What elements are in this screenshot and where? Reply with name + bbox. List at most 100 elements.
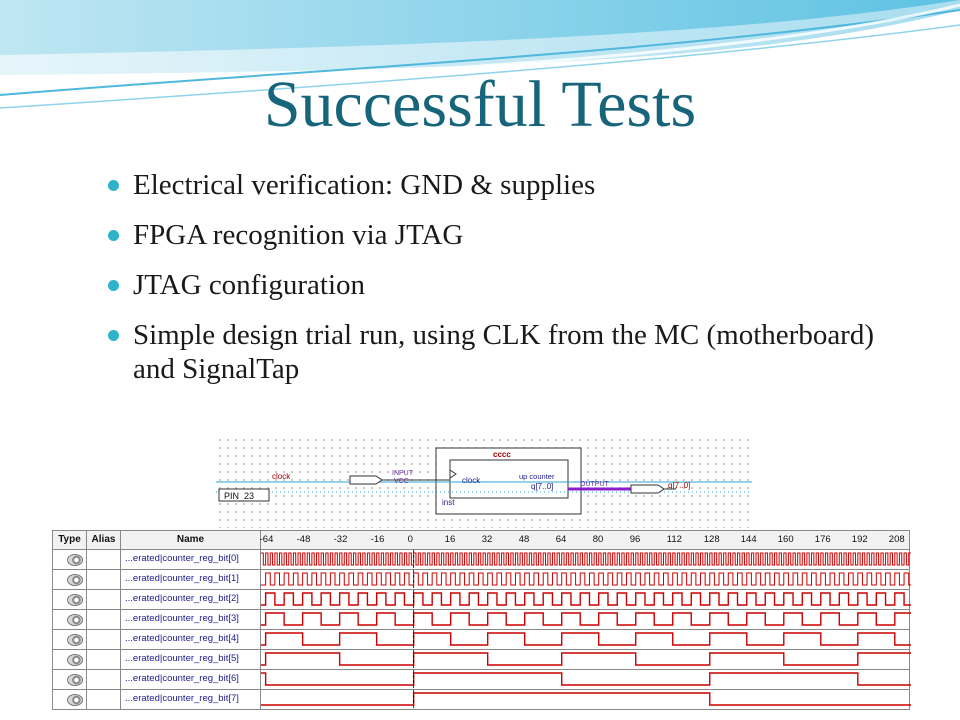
time-tick-label: 128 xyxy=(703,534,720,545)
signal-name: ...erated|counter_reg_bit[2] xyxy=(125,593,239,604)
schematic-output-label: q[7..0] xyxy=(668,481,691,490)
type-cell xyxy=(53,630,87,649)
time-tick-label: 176 xyxy=(814,534,831,545)
schematic-inst-label: inst xyxy=(442,498,455,507)
waveform-header-row: Type Alias Name -64 -48 -32 -16 0 16 32 48 64 80 9… xyxy=(52,530,910,550)
schematic-vcc-tag: VCC xyxy=(394,478,409,485)
time-tick-label: 64 xyxy=(555,534,567,545)
time-tick-label: -64 xyxy=(259,534,274,545)
time-tick-label: 80 xyxy=(592,534,604,545)
schematic-diagram: clock INPUT VCC cccc clock up counter q[… xyxy=(216,436,752,528)
time-tick-label: 48 xyxy=(518,534,530,545)
table-row[interactable]: ...erated|counter_reg_bit[2] xyxy=(52,590,911,610)
alias-cell xyxy=(87,590,121,609)
type-cell xyxy=(53,550,87,569)
type-cell xyxy=(53,570,87,589)
name-cell: ...erated|counter_reg_bit[2] xyxy=(121,590,261,609)
signal-tap-node-icon xyxy=(67,574,83,586)
signal-tap-node-icon xyxy=(67,654,83,666)
name-column-header[interactable]: Name xyxy=(121,531,261,549)
alias-cell xyxy=(87,670,121,689)
time-tick-label: 160 xyxy=(777,534,794,545)
bullet-dot-icon xyxy=(108,280,119,291)
bullet-dot-icon xyxy=(108,180,119,191)
bullet-dot-icon xyxy=(108,330,119,341)
signal-trace-line xyxy=(261,592,911,606)
time-tick-label: 144 xyxy=(740,534,757,545)
signal-trace-line xyxy=(261,652,911,666)
signal-trace-line xyxy=(261,572,911,586)
time-tick-label: -16 xyxy=(370,534,385,545)
table-row[interactable]: ...erated|counter_reg_bit[7] xyxy=(52,690,911,710)
slide-title: Successful Tests xyxy=(263,68,697,141)
name-cell: ...erated|counter_reg_bit[4] xyxy=(121,630,261,649)
type-cell xyxy=(53,650,87,669)
bullet-item: Electrical verification: GND & supplies xyxy=(108,168,928,202)
time-tick-label: 32 xyxy=(481,534,493,545)
bullet-dot-icon xyxy=(108,230,119,241)
table-row[interactable]: ...erated|counter_reg_bit[4] xyxy=(52,630,911,650)
name-cell: ...erated|counter_reg_bit[6] xyxy=(121,670,261,689)
time-tick-label: 208 xyxy=(888,534,905,545)
signal-trace xyxy=(261,650,911,669)
schematic-up-counter-label: up counter xyxy=(519,472,555,481)
signal-trace xyxy=(261,670,911,689)
signal-tap-node-icon xyxy=(67,614,83,626)
signal-name: ...erated|counter_reg_bit[0] xyxy=(125,553,239,564)
schematic-output-tag: OUTPUT xyxy=(580,481,609,488)
time-tick-label: 16 xyxy=(444,534,456,545)
schematic-wires xyxy=(216,447,752,515)
schematic-input-tag: INPUT xyxy=(392,470,413,477)
signal-name: ...erated|counter_reg_bit[3] xyxy=(125,613,239,624)
schematic-q-port: q[7..0] xyxy=(531,482,554,491)
bullet-list: Electrical verification: GND & supplies … xyxy=(108,168,928,402)
time-tick-label: -32 xyxy=(333,534,348,545)
type-cell xyxy=(53,610,87,629)
name-cell: ...erated|counter_reg_bit[1] xyxy=(121,570,261,589)
decorative-header-waves xyxy=(0,0,960,109)
table-row[interactable]: ...erated|counter_reg_bit[1] xyxy=(52,570,911,590)
alias-cell xyxy=(87,570,121,589)
name-cell: ...erated|counter_reg_bit[0] xyxy=(121,550,261,569)
bullet-item: Simple design trial run, using CLK from … xyxy=(108,318,928,386)
name-cell: ...erated|counter_reg_bit[5] xyxy=(121,650,261,669)
bullet-text: JTAG configuration xyxy=(133,269,366,301)
signal-trace xyxy=(261,690,911,709)
signal-tap-node-icon xyxy=(67,594,83,606)
signal-trace xyxy=(261,570,911,589)
table-row[interactable]: ...erated|counter_reg_bit[6] xyxy=(52,670,911,690)
alias-cell xyxy=(87,690,121,709)
time-tick-label: 192 xyxy=(851,534,868,545)
signal-trace xyxy=(261,590,911,609)
table-row[interactable]: ...erated|counter_reg_bit[5] xyxy=(52,650,911,670)
signal-trace-line xyxy=(261,632,911,646)
alias-cell xyxy=(87,550,121,569)
signal-name: ...erated|counter_reg_bit[1] xyxy=(125,573,239,584)
signal-tap-node-icon xyxy=(67,674,83,686)
alias-column-header[interactable]: Alias xyxy=(87,531,121,549)
name-cell: ...erated|counter_reg_bit[7] xyxy=(121,690,261,709)
schematic-pin-label: PIN_23 xyxy=(224,491,255,501)
alias-cell xyxy=(87,610,121,629)
type-cell xyxy=(53,670,87,689)
schematic-clock-label: clock xyxy=(272,472,291,481)
signaltap-waveform-panel: Type Alias Name -64 -48 -32 -16 0 16 32 48 64 80 9… xyxy=(52,530,911,720)
time-tick-label: 96 xyxy=(629,534,641,545)
alias-cell xyxy=(87,650,121,669)
time-tick-label: 112 xyxy=(666,534,682,545)
signal-trace xyxy=(261,610,911,629)
time-tick-label: -48 xyxy=(296,534,311,545)
bullet-item: JTAG configuration xyxy=(108,268,928,302)
table-row[interactable]: ...erated|counter_reg_bit[3] xyxy=(52,610,911,630)
name-cell: ...erated|counter_reg_bit[3] xyxy=(121,610,261,629)
signal-trace xyxy=(261,630,911,649)
bullet-text: Simple design trial run, using CLK from … xyxy=(133,319,875,385)
signal-name: ...erated|counter_reg_bit[6] xyxy=(125,673,239,684)
time-tick-label: 0 xyxy=(407,534,413,545)
type-cell xyxy=(53,590,87,609)
type-column-header[interactable]: Type xyxy=(53,531,87,549)
signal-trace xyxy=(261,550,911,569)
table-row[interactable]: ...erated|counter_reg_bit[0] xyxy=(52,550,911,570)
signal-trace-line xyxy=(261,552,911,566)
bullet-item: FPGA recognition via JTAG xyxy=(108,218,928,252)
